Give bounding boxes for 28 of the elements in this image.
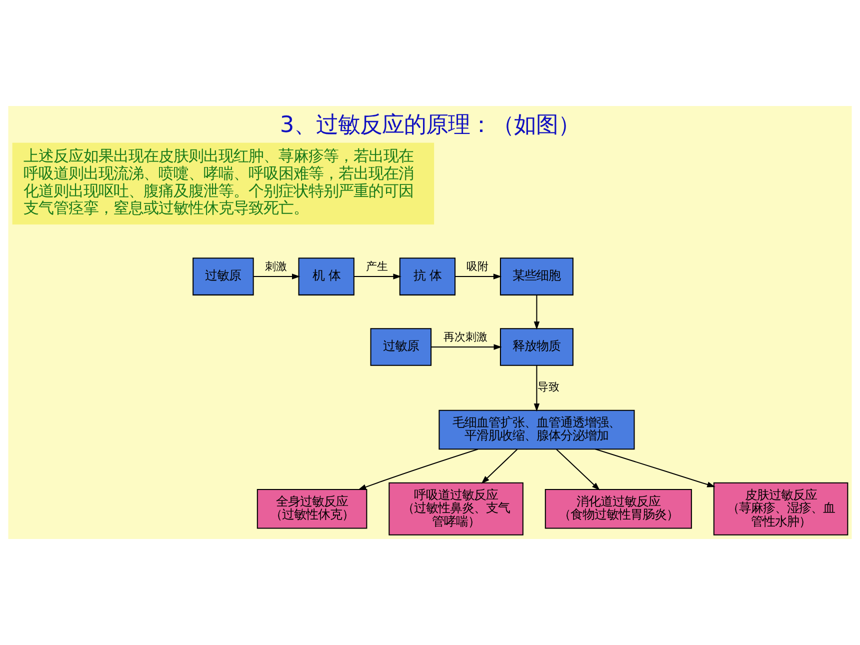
arrow xyxy=(556,449,600,490)
arrow xyxy=(358,448,478,490)
edge-label: 吸附 xyxy=(466,260,489,274)
arrow xyxy=(455,274,502,280)
edge-label: 刺激 xyxy=(265,260,288,274)
node-box: 毛细血管扩张、血管通透增强、平滑肌收缩、腺体分泌增加 xyxy=(438,410,635,450)
diagram-title: 3、过敏反应的原理：（如图） xyxy=(280,112,580,138)
arrow xyxy=(431,344,502,350)
arrow xyxy=(534,295,540,330)
node-box: 抗 体 xyxy=(399,258,456,296)
node-box: 某些细胞 xyxy=(500,258,574,296)
node-box: 呼吸道过敏反应 （过敏性鼻炎、支气管哮喘） xyxy=(388,482,524,536)
edge-label: 导致 xyxy=(537,380,560,394)
arrow xyxy=(481,449,518,484)
arrow xyxy=(595,448,716,488)
node-box: 过敏原 xyxy=(370,328,432,366)
node-box: 皮肤过敏反应 （荨麻疹、湿疹、血管性水肿） xyxy=(713,482,848,536)
node-box: 过敏原 xyxy=(192,258,254,296)
arrow xyxy=(534,366,540,412)
arrow xyxy=(254,274,300,280)
arrow xyxy=(354,274,402,280)
node-box: 消化道过敏反应 （食物过敏性胃肠炎） xyxy=(544,488,692,529)
label: 上述反应如果出现在皮肤则出现红肿、荨麻疹等，若出现在呼吸道则出现流涕、喷嚏、哮喘、呼吸困难等，若出现在消化道则出现呕吐、腹痛及腹泄等。个别症状特别严重的可因支气管痉挛，窒息或过敏性休克导致死亡。 xyxy=(24,147,414,218)
node-box: 释放物质 xyxy=(500,328,574,366)
node-box: 全身过敏反应 （过敏性休克） xyxy=(256,488,368,529)
edge-label: 产生 xyxy=(366,260,388,274)
node-box: 机 体 xyxy=(298,258,354,296)
edge-label: 再次刺激 xyxy=(444,330,488,344)
